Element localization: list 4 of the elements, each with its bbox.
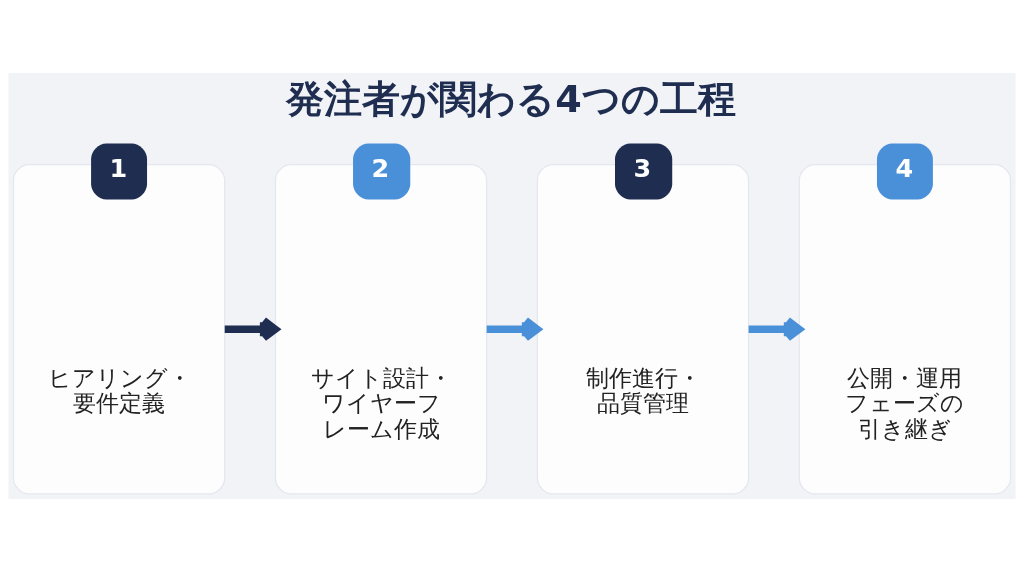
arrow: [486, 316, 541, 342]
arrow: [224, 316, 279, 342]
arrow: [748, 316, 803, 342]
diagram-title: 発注者が関わる4つの工程: [286, 77, 736, 122]
